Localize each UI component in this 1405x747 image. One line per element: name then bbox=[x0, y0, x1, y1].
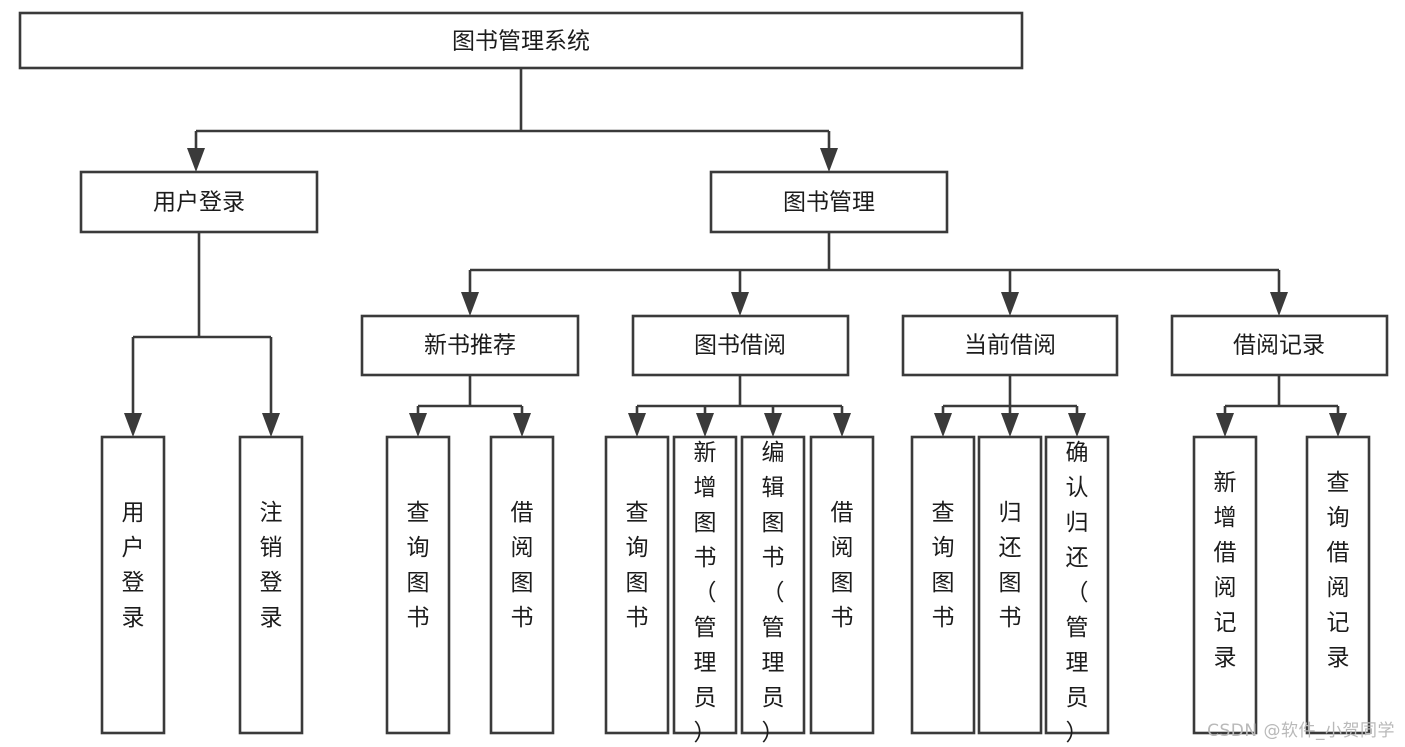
arrowhead-user-login bbox=[187, 148, 205, 172]
node-leaf-query-book-1-box[interactable] bbox=[385, 435, 451, 735]
arrowhead-leaf-query-book-3 bbox=[934, 413, 952, 437]
node-user-login-label: 用户登录 bbox=[153, 190, 245, 216]
arrowhead-current-borrow bbox=[1001, 292, 1019, 316]
node-leaf-query-record-label: 查询借阅记录 bbox=[1327, 470, 1350, 671]
node-leaf-user-login-box[interactable] bbox=[100, 435, 166, 735]
arrowhead-leaf-edit-book bbox=[764, 413, 782, 437]
node-leaf-confirm-return[interactable]: 确认归还（管理员） bbox=[1044, 435, 1110, 746]
node-leaf-return-book-box[interactable] bbox=[977, 435, 1043, 735]
node-book-manage[interactable]: 图书管理 bbox=[709, 170, 949, 234]
node-leaf-query-book-2[interactable]: 查询图书 bbox=[604, 435, 670, 735]
node-leaf-edit-book-box[interactable] bbox=[740, 435, 806, 735]
node-leaf-edit-book[interactable]: 编辑图书（管理员） bbox=[740, 435, 806, 746]
node-borrow-record-box[interactable] bbox=[1170, 314, 1389, 377]
arrowhead-leaf-query-record bbox=[1329, 413, 1347, 437]
node-book-borrow-box[interactable] bbox=[631, 314, 850, 377]
node-leaf-borrow-book-1[interactable]: 借阅图书 bbox=[489, 435, 555, 735]
node-leaf-add-book-label: 新增图书（管理员） bbox=[694, 440, 717, 746]
connector-group bbox=[124, 68, 1347, 437]
node-leaf-add-book-box[interactable] bbox=[672, 435, 738, 735]
node-leaf-return-book-label: 归还图书 bbox=[999, 500, 1022, 631]
node-leaf-query-record[interactable]: 查询借阅记录 bbox=[1305, 435, 1371, 735]
node-book-manage-label: 图书管理 bbox=[783, 190, 875, 216]
node-leaf-borrow-book-2-label: 借阅图书 bbox=[831, 500, 854, 631]
arrowhead-book-manage bbox=[820, 148, 838, 172]
arrowhead-leaf-user-login bbox=[124, 413, 142, 437]
node-leaf-confirm-return-box[interactable] bbox=[1044, 435, 1110, 735]
node-root-system[interactable]: 图书管理系统 bbox=[18, 11, 1024, 70]
node-root-label: 图书管理系统 bbox=[452, 29, 590, 55]
arrowhead-leaf-borrow-book-1 bbox=[513, 413, 531, 437]
node-book-borrow-label: 图书借阅 bbox=[694, 333, 786, 359]
node-leaf-query-book-3[interactable]: 查询图书 bbox=[910, 435, 976, 735]
node-leaf-user-logout-label: 注销登录 bbox=[260, 500, 283, 631]
node-borrow-record-label: 借阅记录 bbox=[1233, 333, 1325, 359]
node-new-book-recommend[interactable]: 新书推荐 bbox=[360, 314, 580, 377]
node-borrow-record[interactable]: 借阅记录 bbox=[1170, 314, 1389, 377]
node-leaf-user-logout[interactable]: 注销登录 bbox=[238, 435, 304, 735]
node-leaf-user-logout-box[interactable] bbox=[238, 435, 304, 735]
node-leaf-add-record-box[interactable] bbox=[1192, 435, 1258, 735]
arrowhead-leaf-query-book-1 bbox=[409, 413, 427, 437]
arrowhead-leaf-user-logout bbox=[262, 413, 280, 437]
node-new-book-recommend-box[interactable] bbox=[360, 314, 580, 377]
node-leaf-borrow-book-2[interactable]: 借阅图书 bbox=[809, 435, 875, 735]
node-current-borrow-label: 当前借阅 bbox=[964, 333, 1056, 359]
node-leaf-borrow-book-1-label: 借阅图书 bbox=[511, 500, 534, 631]
node-user-login[interactable]: 用户登录 bbox=[79, 170, 319, 234]
node-leaf-return-book[interactable]: 归还图书 bbox=[977, 435, 1043, 735]
node-root-box[interactable] bbox=[18, 11, 1024, 70]
node-book-borrow[interactable]: 图书借阅 bbox=[631, 314, 850, 377]
arrowhead-leaf-return-book bbox=[1001, 413, 1019, 437]
arrowhead-leaf-add-record bbox=[1216, 413, 1234, 437]
node-leaf-borrow-book-1-box[interactable] bbox=[489, 435, 555, 735]
node-leaf-edit-book-label: 编辑图书（管理员） bbox=[762, 440, 785, 746]
node-leaf-query-book-3-box[interactable] bbox=[910, 435, 976, 735]
arrowhead-book-borrow bbox=[731, 292, 749, 316]
node-current-borrow-box[interactable] bbox=[901, 314, 1119, 377]
node-leaf-query-book-1-label: 查询图书 bbox=[407, 500, 430, 631]
node-book-manage-box[interactable] bbox=[709, 170, 949, 234]
node-leaf-add-record[interactable]: 新增借阅记录 bbox=[1192, 435, 1258, 735]
node-leaf-add-book[interactable]: 新增图书（管理员） bbox=[672, 435, 738, 746]
node-leaf-borrow-book-2-box[interactable] bbox=[809, 435, 875, 735]
node-current-borrow[interactable]: 当前借阅 bbox=[901, 314, 1119, 377]
node-leaf-user-login[interactable]: 用户登录 bbox=[100, 435, 166, 735]
node-leaf-user-login-label: 用户登录 bbox=[122, 500, 145, 631]
arrowhead-borrow-record bbox=[1270, 292, 1288, 316]
arrowhead-new-book-recommend bbox=[461, 292, 479, 316]
arrowhead-leaf-confirm-return bbox=[1068, 413, 1086, 437]
node-leaf-query-book-2-label: 查询图书 bbox=[626, 500, 649, 631]
node-leaf-add-record-label: 新增借阅记录 bbox=[1214, 470, 1237, 671]
arrowhead-leaf-add-book bbox=[696, 413, 714, 437]
arrowhead-leaf-query-book-2 bbox=[628, 413, 646, 437]
node-leaf-confirm-return-label: 确认归还（管理员） bbox=[1066, 440, 1089, 746]
arrowhead-leaf-borrow-book-2 bbox=[833, 413, 851, 437]
node-user-login-box[interactable] bbox=[79, 170, 319, 234]
node-new-book-recommend-label: 新书推荐 bbox=[424, 333, 516, 359]
node-leaf-query-book-1[interactable]: 查询图书 bbox=[385, 435, 451, 735]
node-leaf-query-book-3-label: 查询图书 bbox=[932, 500, 955, 631]
node-leaf-query-book-2-box[interactable] bbox=[604, 435, 670, 735]
csdn-watermark: CSDN @软件_小贺同学 bbox=[1207, 721, 1395, 741]
node-leaf-query-record-box[interactable] bbox=[1305, 435, 1371, 735]
